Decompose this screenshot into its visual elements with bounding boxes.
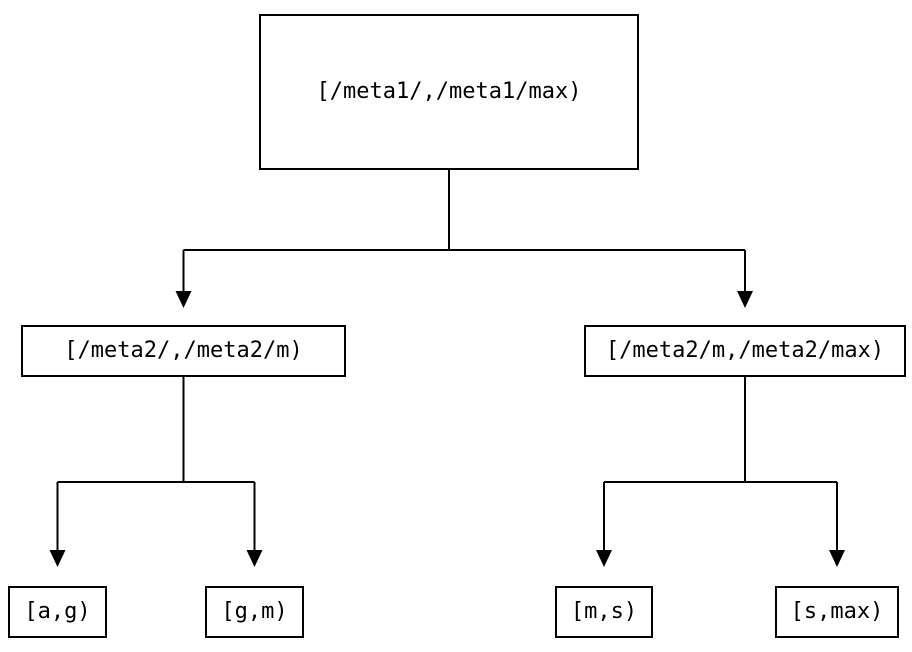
tree-node-meta2-low-label: [/meta2/,/meta2/m) (64, 338, 303, 363)
tree-node-meta2-high-label: [/meta2/m,/meta2/max) (605, 338, 885, 363)
arrowhead-ms-icon (596, 550, 612, 567)
tree-node-m-s-label: [m,s) (570, 599, 638, 624)
arrowhead-meta2-low-icon (175, 291, 192, 308)
tree-node-root-label: [/meta1/,/meta1/max) (316, 79, 582, 104)
arrowhead-gm-icon (246, 550, 263, 567)
tree-node-g-m: [g,m) (205, 586, 304, 638)
tree-node-a-g: [a,g) (8, 586, 107, 638)
tree-node-root: [/meta1/,/meta1/max) (259, 14, 639, 170)
tree-node-g-m-label: [g,m) (221, 599, 288, 624)
tree-node-s-max: [s,max) (775, 586, 899, 638)
tree-node-meta2-high: [/meta2/m,/meta2/max) (584, 325, 906, 377)
tree-node-meta2-low: [/meta2/,/meta2/m) (21, 325, 346, 377)
arrowhead-smax-icon (829, 550, 845, 567)
tree-node-s-max-label: [s,max) (790, 599, 884, 624)
tree-node-a-g-label: [a,g) (24, 599, 91, 624)
tree-node-m-s: [m,s) (555, 586, 653, 638)
arrowhead-ag-icon (49, 550, 66, 567)
arrowhead-meta2-high-icon (737, 291, 753, 308)
